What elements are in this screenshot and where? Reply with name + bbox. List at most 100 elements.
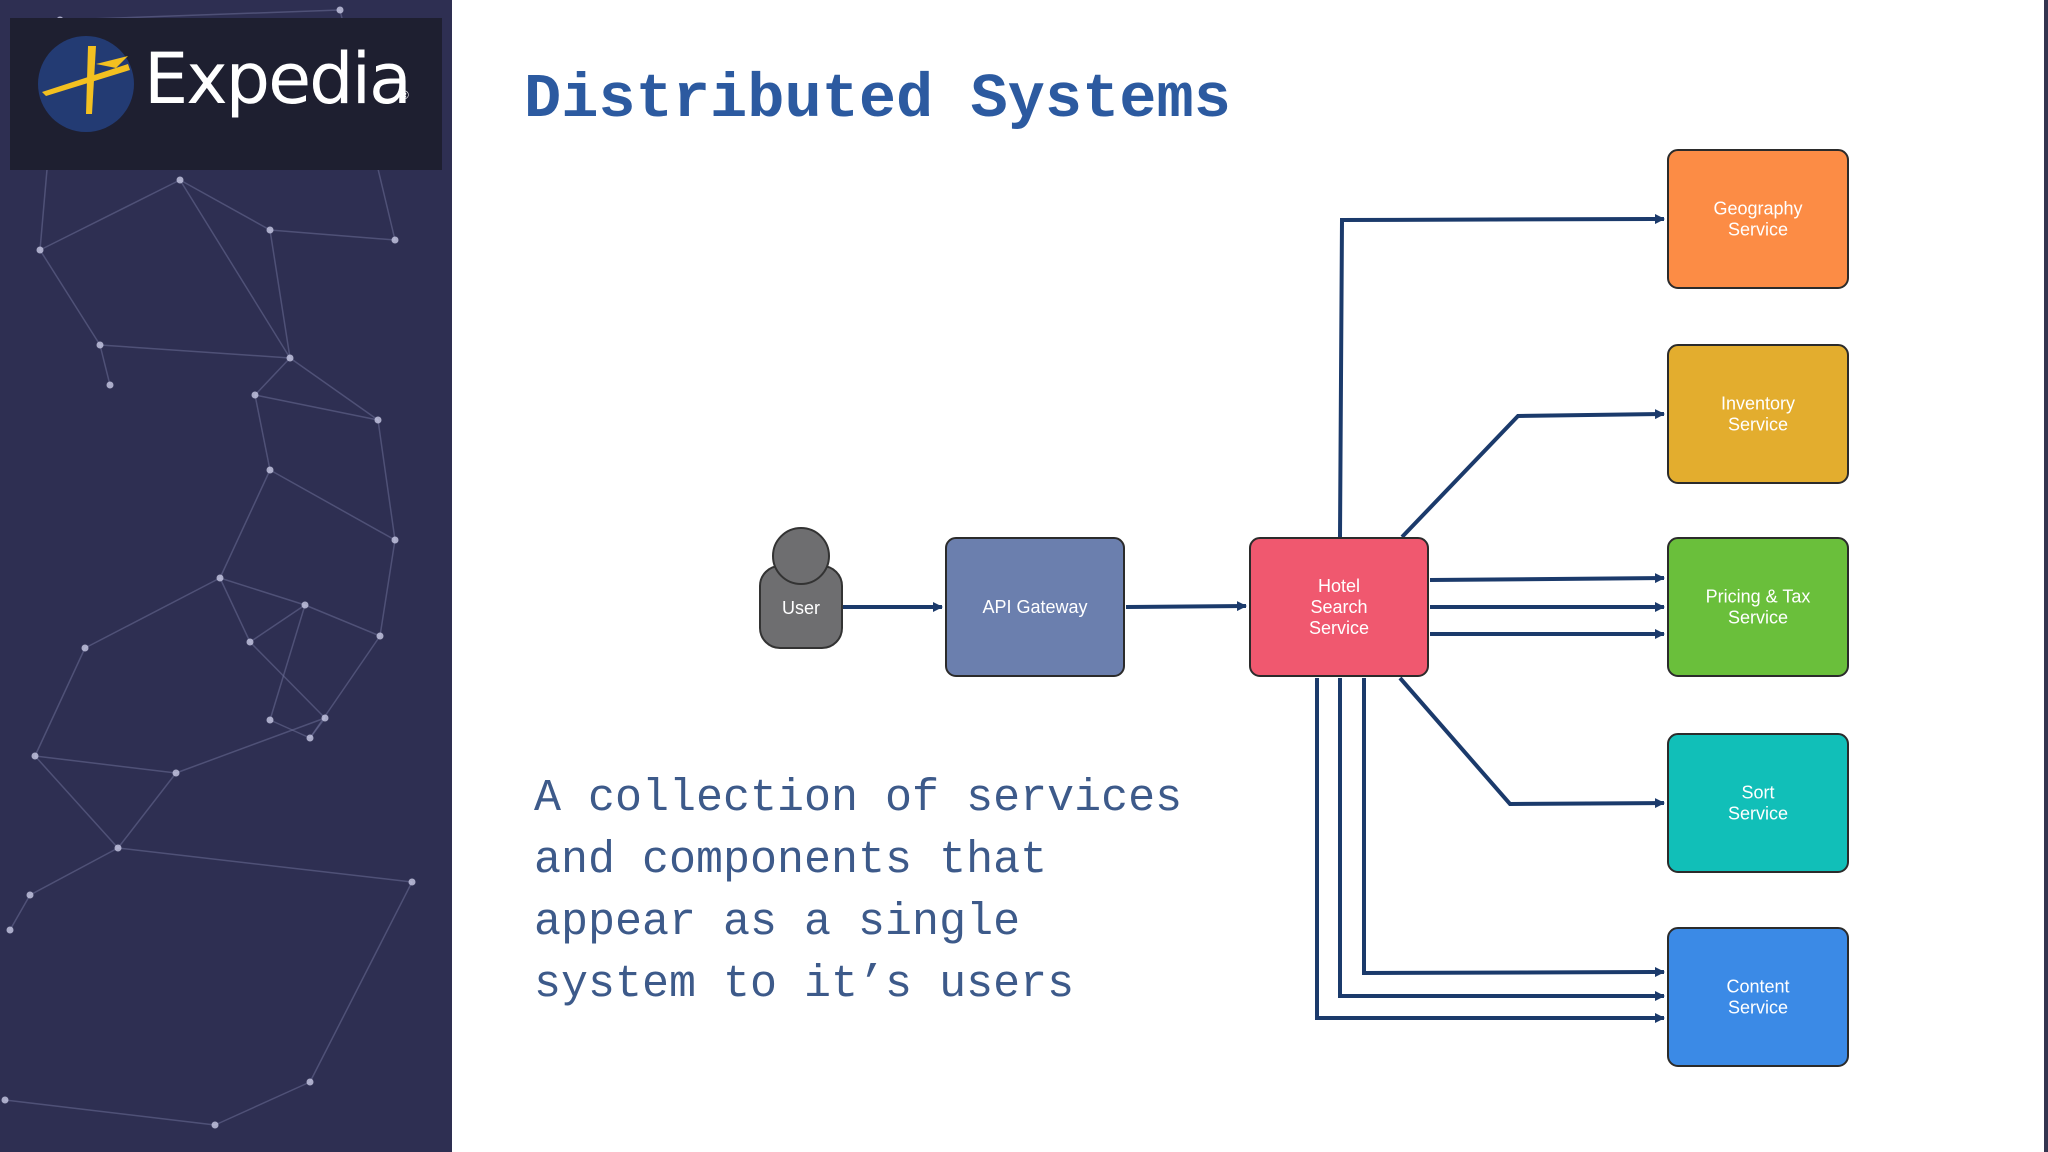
network-node — [176, 176, 184, 184]
network-link — [254, 394, 379, 421]
description-line: A collection of services — [534, 773, 1183, 824]
network-link — [269, 229, 396, 241]
network-node — [211, 1121, 219, 1129]
logo-wordmark: Expedia — [144, 38, 412, 120]
node-inventory-box — [1667, 344, 1849, 484]
network-link — [179, 179, 291, 359]
network-link — [214, 1081, 311, 1126]
node-content-label: Service — [1728, 998, 1788, 1018]
node-user: User — [759, 527, 843, 649]
network-link — [269, 469, 396, 541]
edge-hotel-inventory — [1400, 409, 1665, 539]
node-inventory-label: Inventory — [1721, 394, 1795, 414]
network-link — [254, 394, 271, 471]
network-node — [31, 752, 39, 760]
network-link — [219, 577, 306, 606]
network-link — [289, 357, 379, 421]
globe-plane-icon — [38, 36, 134, 132]
network-link — [219, 577, 251, 643]
network-node — [26, 891, 34, 899]
network-link — [39, 179, 181, 251]
network-node — [96, 341, 104, 349]
network-node — [374, 416, 382, 424]
network-node — [391, 236, 399, 244]
network-node — [266, 466, 274, 474]
slide-title: Distributed Systems — [524, 64, 1231, 135]
network-node — [172, 769, 180, 777]
sidebar-panel: Expedia ® — [0, 0, 452, 1152]
edge-hotel-content — [1338, 678, 1665, 1001]
edges-layer — [842, 214, 1665, 1023]
network-node — [266, 716, 274, 724]
network-link — [254, 357, 291, 396]
node-pricing-label: Pricing & Tax — [1706, 587, 1811, 607]
network-link — [219, 469, 271, 579]
network-node — [286, 354, 294, 362]
network-node — [251, 391, 259, 399]
node-geo-label: Geography — [1713, 199, 1802, 219]
node-sort-label: Sort — [1741, 783, 1774, 803]
node-content-label: Content — [1726, 977, 1789, 997]
network-node — [246, 638, 254, 646]
network-link — [34, 755, 119, 849]
node-sort-label: Service — [1728, 804, 1788, 824]
network-node — [408, 878, 416, 886]
network-link — [269, 604, 306, 721]
network-link — [269, 229, 291, 359]
network-node — [306, 734, 314, 742]
network-link — [304, 604, 381, 637]
network-node — [336, 6, 344, 14]
network-link — [309, 881, 413, 1083]
network-node — [6, 926, 14, 934]
node-hotel-box — [1249, 537, 1429, 677]
network-node — [266, 226, 274, 234]
registered-mark: ® — [400, 88, 409, 102]
node-hotel-label: Hotel — [1318, 576, 1360, 596]
description-line: system to it’s users — [534, 959, 1075, 1010]
network-link — [117, 847, 413, 883]
network-node — [81, 644, 89, 652]
edge-hotel-pricing — [1429, 573, 1665, 584]
expedia-logo: Expedia ® — [10, 18, 442, 170]
node-geo-box — [1667, 149, 1849, 289]
node-content-box — [1667, 927, 1849, 1067]
edge-gateway-hotel — [1125, 601, 1247, 612]
node-pricing-label: Service — [1728, 608, 1788, 628]
network-link — [175, 717, 326, 774]
node-geo-label: Service — [1728, 220, 1788, 240]
right-edge-strip — [2044, 0, 2048, 1152]
node-gateway-box — [945, 537, 1125, 677]
node-hotel-label: Service — [1309, 618, 1369, 638]
network-node — [36, 246, 44, 254]
network-link — [309, 635, 381, 739]
network-node — [106, 381, 114, 389]
user-label: User — [782, 598, 820, 618]
network-link — [99, 344, 291, 359]
network-node — [1, 1096, 9, 1104]
edge-hotel-sort — [1398, 676, 1665, 809]
edge-hotel-content — [1362, 678, 1665, 978]
node-hotel-label: Search — [1310, 597, 1367, 617]
network-link — [269, 719, 311, 739]
network-link — [34, 647, 86, 757]
network-link — [179, 179, 271, 231]
network-node — [306, 1078, 314, 1086]
edge-hotel-geo — [1338, 214, 1665, 538]
network-node — [114, 844, 122, 852]
network-link — [379, 539, 396, 637]
network-link — [84, 577, 221, 649]
network-link — [249, 641, 326, 719]
network-link — [249, 604, 306, 643]
network-link — [34, 755, 177, 774]
node-inventory-label: Service — [1728, 415, 1788, 435]
network-link — [9, 894, 31, 931]
network-link — [39, 249, 101, 346]
network-link — [29, 847, 119, 896]
